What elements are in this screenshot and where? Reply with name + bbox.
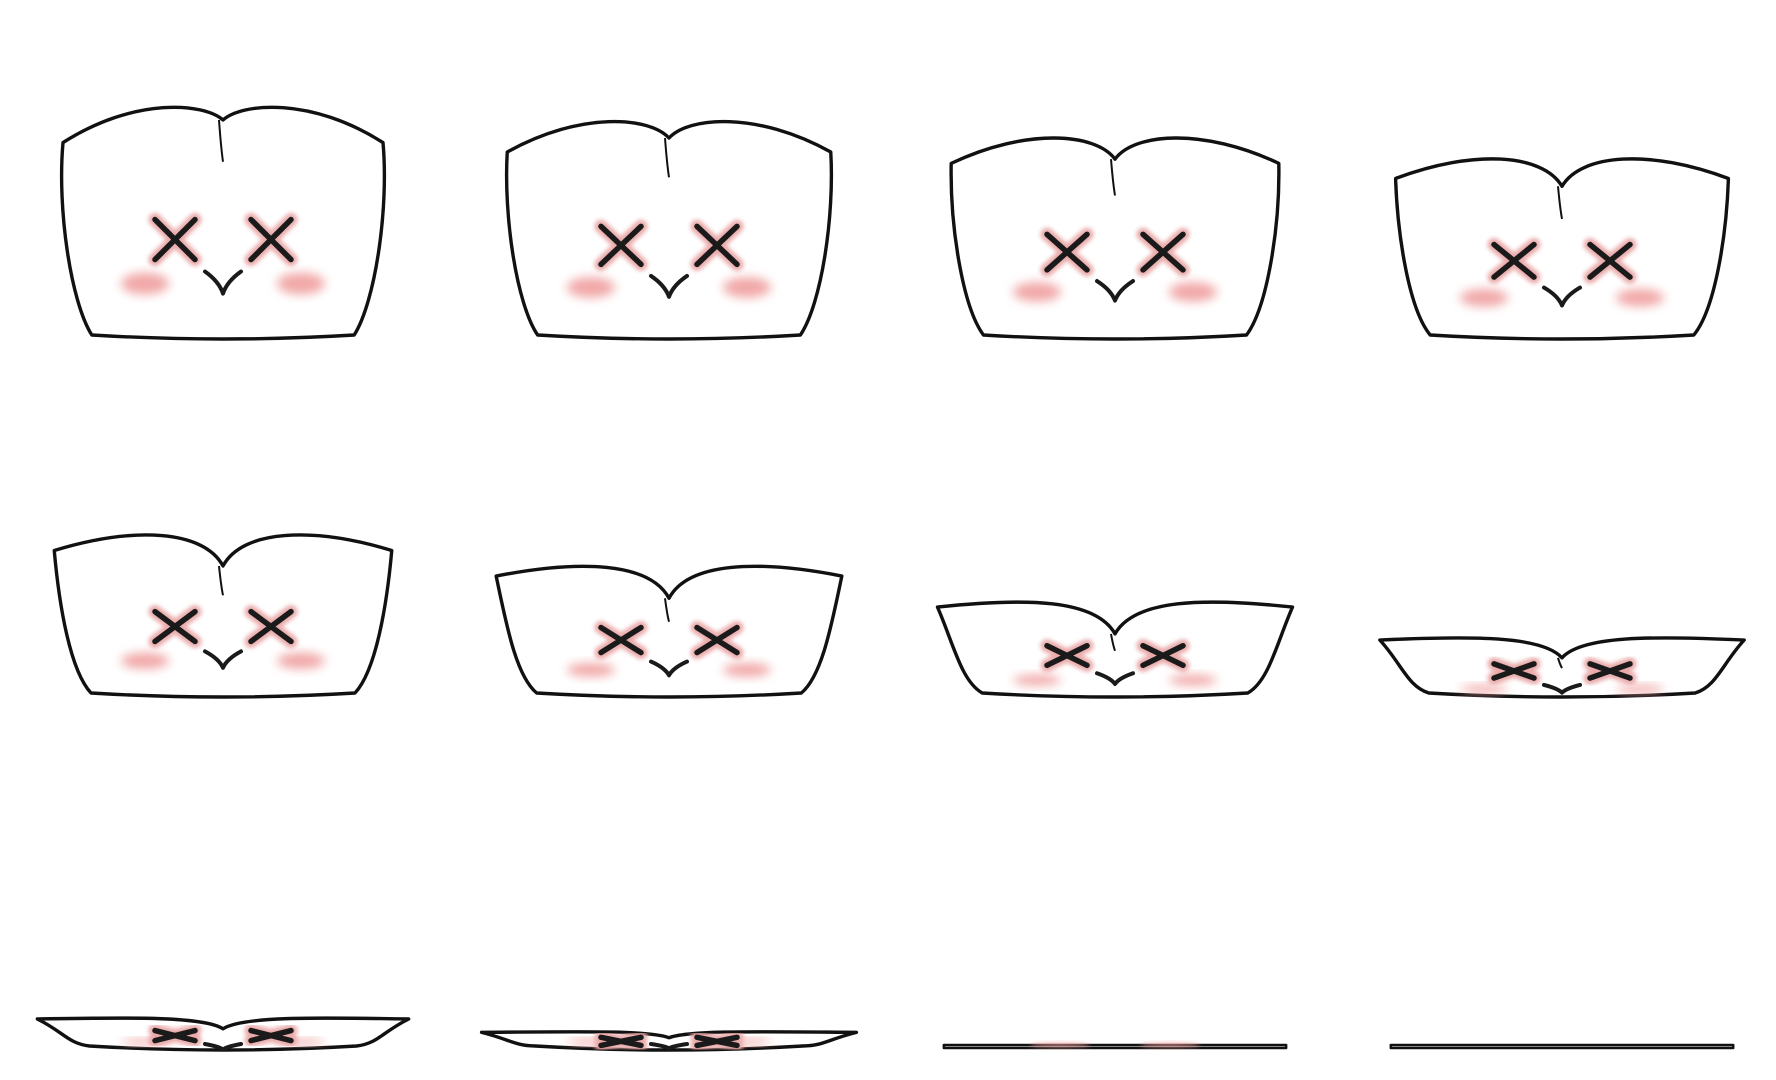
blush-icon bbox=[1169, 674, 1217, 686]
blush-icon bbox=[1616, 288, 1664, 307]
x-eye-icon bbox=[1040, 227, 1094, 277]
blush-icon bbox=[1140, 1042, 1200, 1048]
v-mouth-icon bbox=[649, 659, 689, 678]
sprite-frame bbox=[935, 600, 1295, 699]
blush-icon bbox=[1013, 674, 1061, 686]
face-body bbox=[52, 533, 394, 699]
blush-icon bbox=[1460, 685, 1508, 693]
x-eye-icon bbox=[594, 219, 648, 271]
head-crease bbox=[218, 119, 224, 162]
v-mouth-icon bbox=[203, 649, 243, 670]
v-mouth-icon bbox=[1095, 671, 1135, 687]
head-crease bbox=[218, 565, 224, 596]
x-eye-icon bbox=[1583, 657, 1637, 685]
x-eye-icon bbox=[594, 1030, 648, 1052]
face-body bbox=[35, 1016, 411, 1052]
blush-icon bbox=[567, 662, 615, 677]
x-eye-icon bbox=[690, 621, 744, 660]
head-crease bbox=[1557, 657, 1563, 669]
head-crease bbox=[664, 137, 670, 178]
frames-layer bbox=[35, 105, 1746, 1052]
sprite-frame bbox=[1393, 157, 1731, 341]
v-mouth-icon bbox=[1095, 279, 1135, 303]
sprite-frame bbox=[1378, 636, 1746, 699]
blush-icon bbox=[121, 272, 169, 295]
sprite-frame bbox=[494, 564, 844, 699]
v-mouth-icon bbox=[1542, 285, 1582, 308]
blush-icon bbox=[723, 662, 771, 677]
blush-icon bbox=[277, 272, 325, 295]
blush-icon bbox=[1616, 685, 1664, 693]
v-mouth-icon bbox=[203, 269, 243, 296]
blush-icon bbox=[1030, 1042, 1090, 1048]
face-body bbox=[494, 564, 844, 699]
sprite-frame bbox=[1389, 1043, 1735, 1050]
x-eye-icon bbox=[1136, 639, 1190, 672]
face-body bbox=[949, 136, 1281, 341]
sprite-frame bbox=[52, 533, 394, 699]
sprite-frame bbox=[59, 105, 387, 341]
blush-icon bbox=[1460, 288, 1508, 307]
x-eye-icon bbox=[148, 1024, 202, 1048]
x-eye-icon bbox=[594, 621, 648, 660]
sprite-frame bbox=[942, 1042, 1288, 1050]
x-eye-icon bbox=[1487, 657, 1541, 685]
x-eye-icon bbox=[148, 213, 202, 267]
blush-icon bbox=[567, 276, 615, 298]
x-eye-icon bbox=[690, 219, 744, 271]
sprite-frame bbox=[479, 1030, 859, 1052]
x-eye-icon bbox=[148, 605, 202, 648]
face-body bbox=[59, 105, 387, 341]
head-crease bbox=[1110, 633, 1116, 652]
x-eye-icon bbox=[1583, 238, 1637, 284]
x-eye-icon bbox=[244, 605, 298, 648]
head-crease bbox=[1110, 159, 1116, 196]
sprite-frame bbox=[504, 119, 834, 341]
face-body bbox=[1389, 1043, 1735, 1050]
v-mouth-icon bbox=[1542, 682, 1582, 695]
x-eye-icon bbox=[690, 1030, 744, 1052]
sprite-frame bbox=[35, 1016, 411, 1052]
blush-icon bbox=[121, 652, 169, 670]
blush-icon bbox=[1169, 282, 1217, 302]
face-body bbox=[1393, 157, 1731, 341]
v-mouth-icon bbox=[649, 273, 689, 299]
v-mouth-icon bbox=[203, 1042, 243, 1052]
head-crease bbox=[1557, 186, 1563, 220]
face-body bbox=[504, 119, 834, 341]
face-body bbox=[942, 1043, 1288, 1050]
x-eye-icon bbox=[1136, 227, 1190, 277]
sprite-frame bbox=[949, 136, 1281, 341]
blush-icon bbox=[1013, 282, 1061, 302]
head-crease bbox=[664, 598, 670, 622]
blush-icon bbox=[277, 652, 325, 670]
x-eye-icon bbox=[244, 213, 298, 267]
x-eye-icon bbox=[1040, 639, 1094, 672]
blush-icon bbox=[723, 276, 771, 298]
x-eye-icon bbox=[244, 1024, 298, 1048]
v-mouth-icon bbox=[649, 1042, 689, 1051]
x-eye-icon bbox=[1487, 238, 1541, 284]
